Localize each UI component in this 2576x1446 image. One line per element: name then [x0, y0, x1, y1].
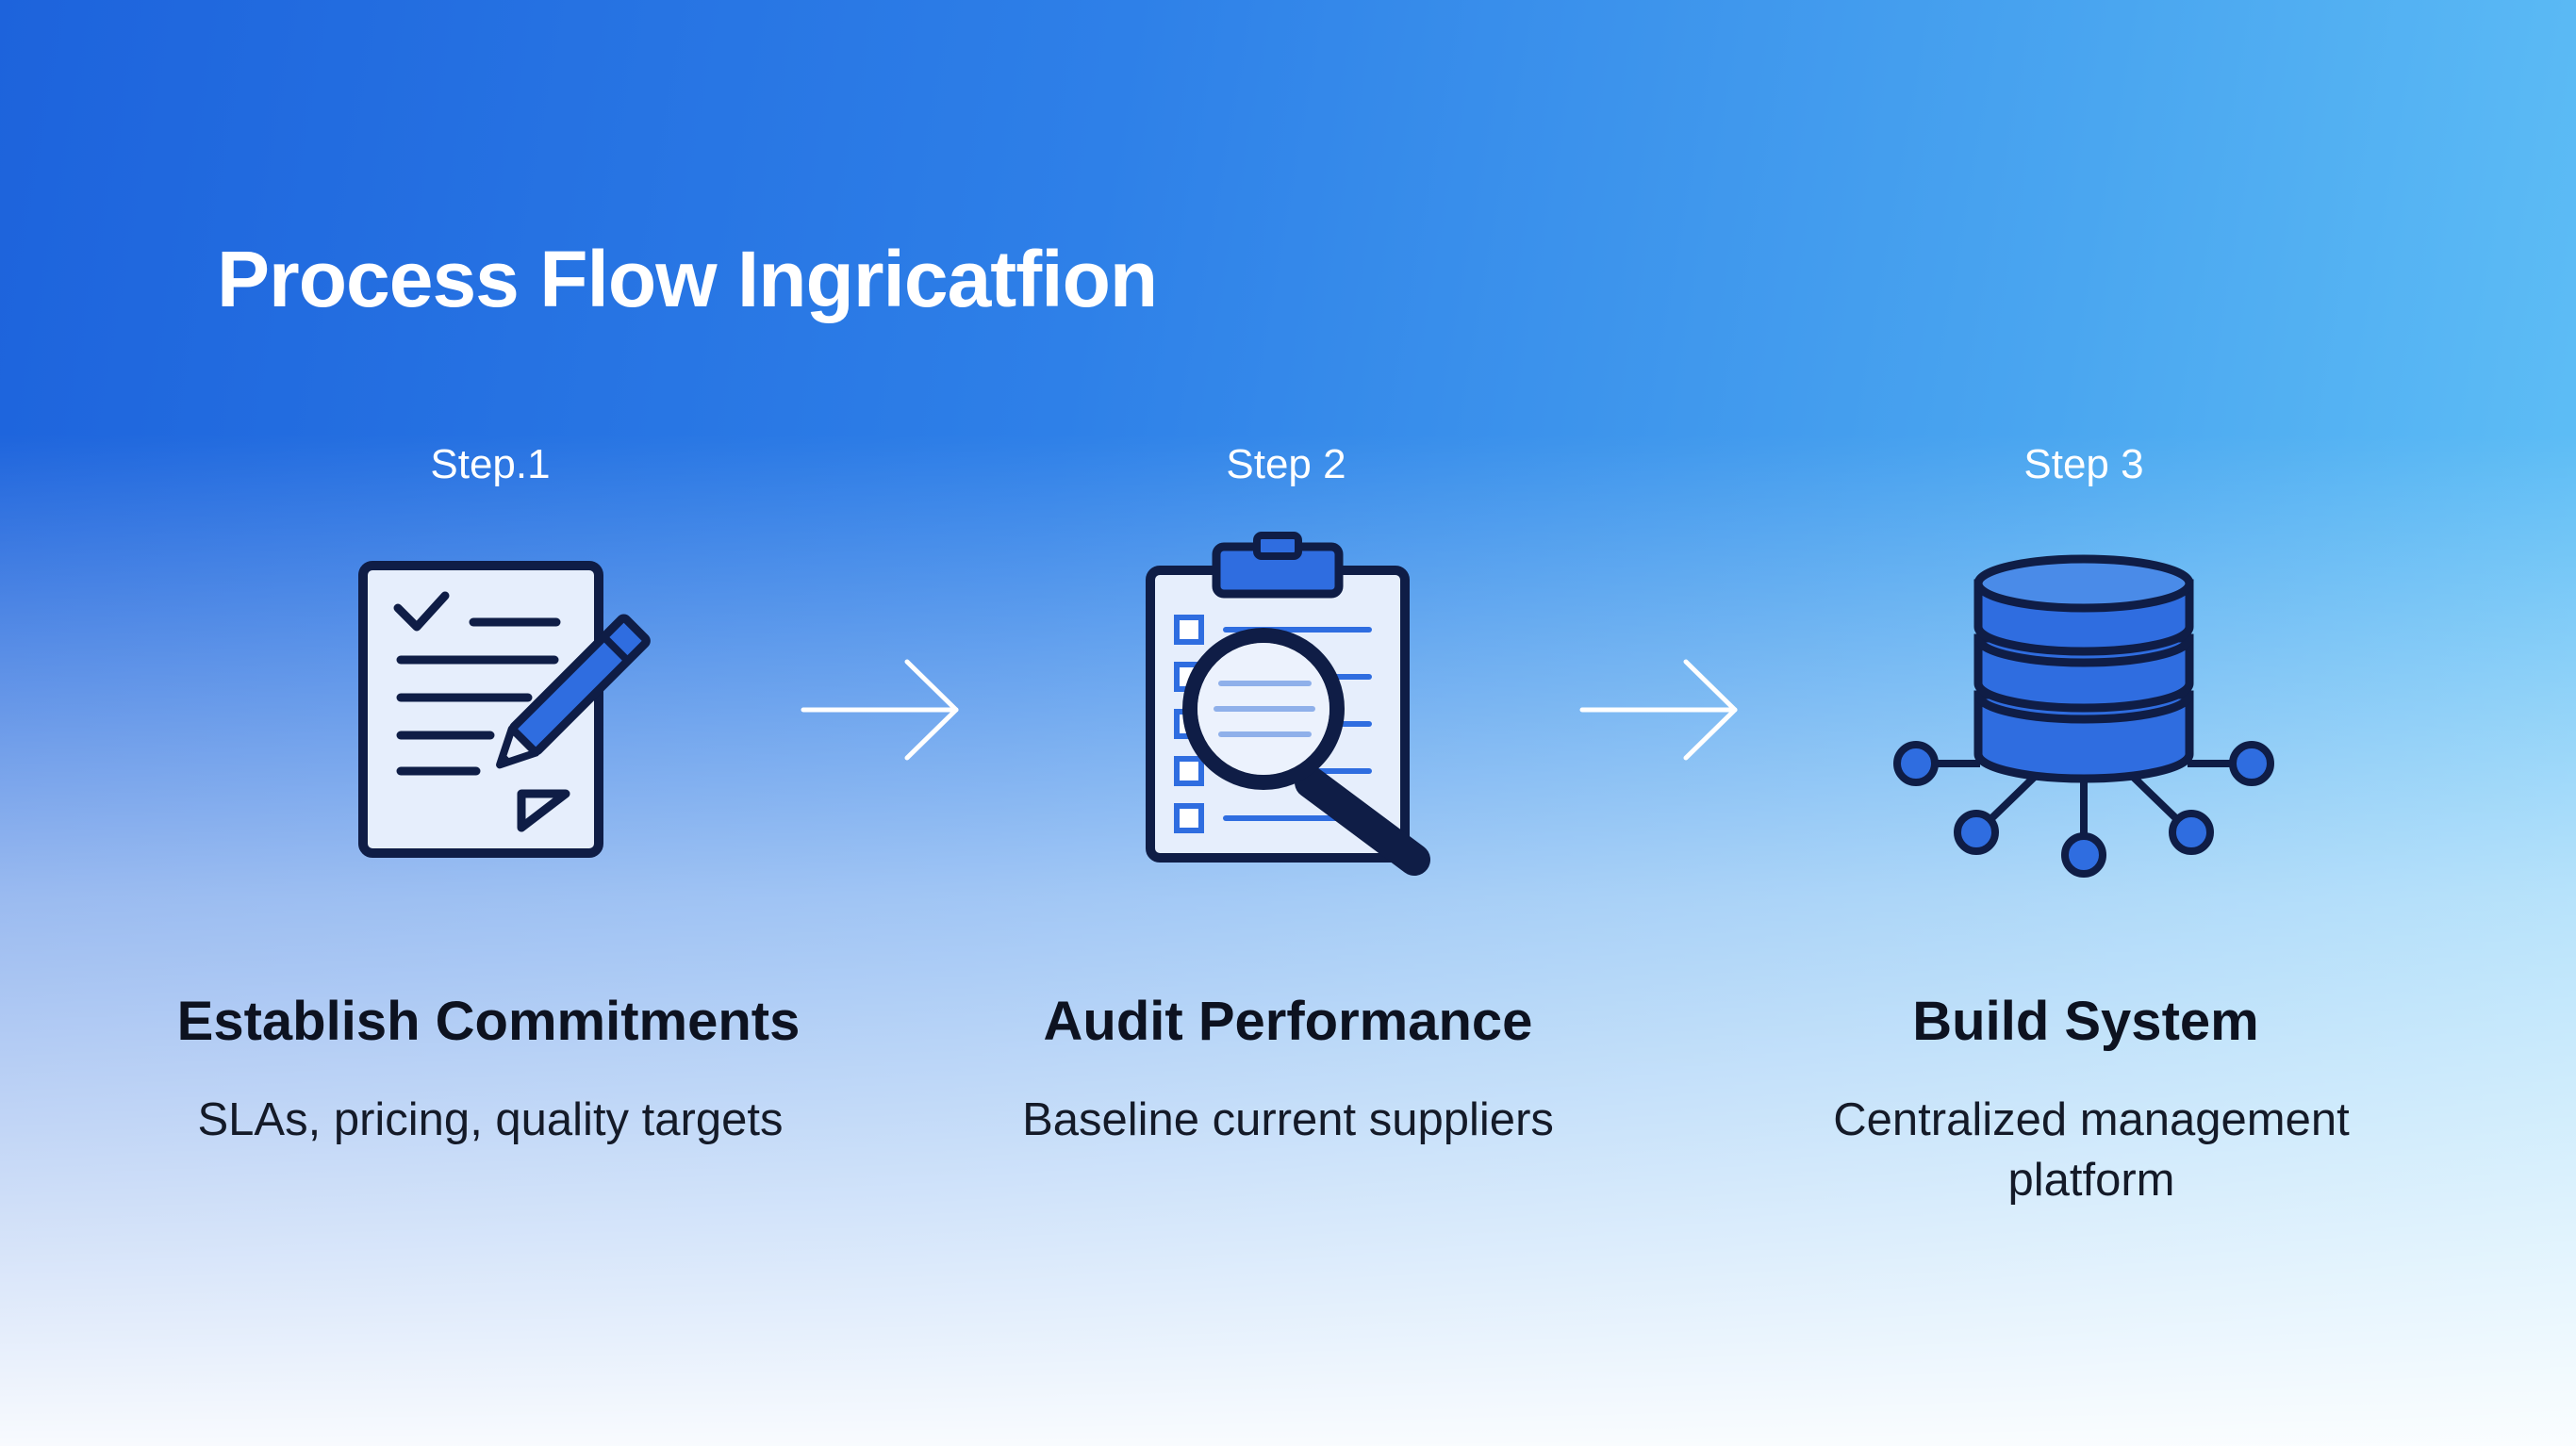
document-checklist-pencil-icon: [358, 561, 651, 858]
step-2-label: Step 2: [1226, 441, 1346, 487]
step-3-description: Centralized management platform: [1833, 1094, 2350, 1206]
step-1-label: Step.1: [430, 441, 551, 487]
page-title: Process Flow Ingricatfion: [217, 235, 1158, 323]
arrow-right-icon: [801, 659, 959, 761]
arrow-right-icon: [1579, 659, 1738, 761]
step-2-title: Audit Performance: [1043, 991, 1533, 1052]
database-network-icon: [1893, 554, 2274, 878]
step-3-label: Step 3: [2023, 441, 2144, 487]
step-1-title: Establish Commitments: [176, 991, 801, 1052]
step-2-description: Baseline current suppliers: [1022, 1094, 1554, 1145]
step-1-description: SLAs, pricing, quality targets: [197, 1094, 784, 1145]
step-3-title: Build System: [1912, 991, 2259, 1052]
clipboard-magnifier-icon: [1146, 532, 1430, 876]
